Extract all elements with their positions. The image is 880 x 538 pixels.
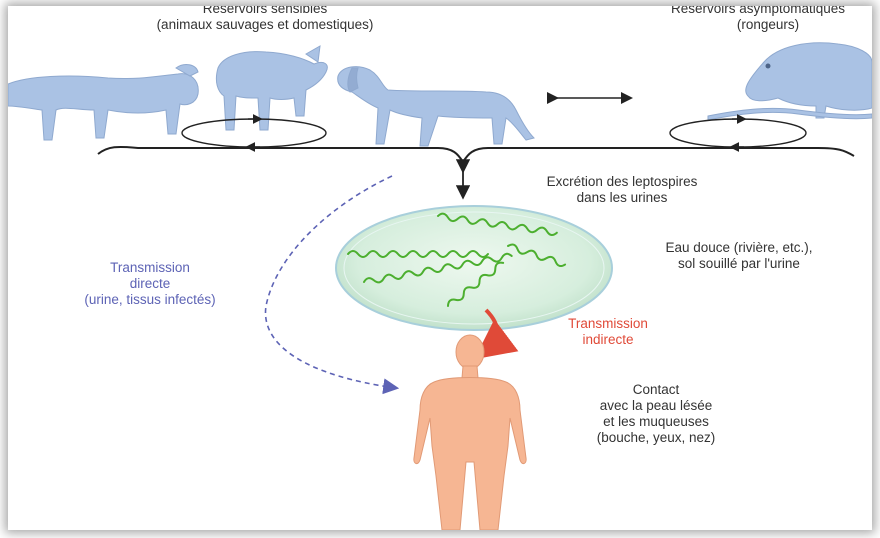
- environment-label-line2: sol souillé par l'urine: [614, 256, 864, 272]
- dog-icon: [338, 67, 534, 146]
- contact-label-line3: et les muqueuses: [556, 414, 756, 430]
- diagram-frame: Réservoirs sensibles (animaux sauvages e…: [8, 6, 872, 530]
- cycle-arrow-left: [182, 119, 326, 147]
- contact-label-line2: avec la peau lésée: [556, 398, 756, 414]
- direct-transmission-label-line2: directe: [60, 276, 240, 292]
- indirect-transmission-label-line1: Transmission: [528, 316, 688, 332]
- direct-transmission-label-line3: (urine, tissus infectés): [60, 292, 240, 308]
- excretion-label-line1: Excrétion des leptospires: [504, 174, 740, 190]
- reservoir-bracket: [98, 147, 854, 162]
- contact-label-line4: (bouche, yeux, nez): [556, 430, 756, 446]
- environment-label-line1: Eau douce (rivière, etc.),: [614, 240, 864, 256]
- pig-icon: [216, 46, 327, 130]
- sheep-icon: [8, 65, 198, 140]
- direct-transmission-label-line1: Transmission: [60, 260, 240, 276]
- asymptomatic-reservoirs-subtitle: (rongeurs): [718, 17, 818, 33]
- rat-icon: [708, 43, 872, 120]
- cycle-arrow-right: [670, 119, 806, 147]
- contact-label-line1: Contact: [556, 382, 756, 398]
- sensitive-reservoirs-title: Réservoirs sensibles: [160, 6, 370, 17]
- indirect-transmission-label-line2: indirecte: [528, 332, 688, 348]
- sensitive-reservoirs-subtitle: (animaux sauvages et domestiques): [120, 17, 410, 33]
- asymptomatic-reservoirs-title: Réservoirs asymptomatiques: [608, 6, 872, 17]
- human-figure-icon: [414, 335, 526, 530]
- excretion-label-line2: dans les urines: [504, 190, 740, 206]
